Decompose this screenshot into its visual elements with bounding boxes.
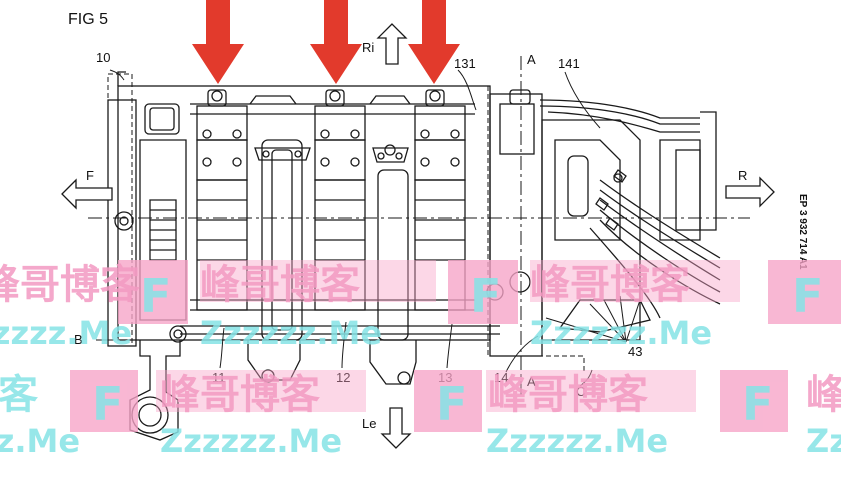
watermark-logo-letter: F xyxy=(470,269,501,323)
watermark-en-text: Zzzzzz.Me xyxy=(200,314,382,352)
watermark-logo-letter: F xyxy=(792,269,823,323)
red-arrow-icon xyxy=(192,0,244,84)
engine-drawing xyxy=(107,71,721,441)
direction-r: R xyxy=(738,168,747,183)
ref-b: B xyxy=(74,332,83,347)
direction-arrows xyxy=(61,23,775,449)
watermark-cn-text: 峰哥博客 xyxy=(0,262,140,308)
watermark-en-text: Zzzzzz.Me xyxy=(530,314,712,352)
ref-10: 10 xyxy=(96,50,110,65)
watermark-cn-text: 峰哥博客 xyxy=(806,372,841,418)
section-label-a-top: A xyxy=(527,52,536,67)
watermark-cn-text: 峰哥博客 xyxy=(160,372,320,418)
watermark-text: F F F F F F 峰哥博客 峰哥博客 峰哥博客 峰哥博客 峰哥博客 峰哥博… xyxy=(0,262,841,460)
watermark-logo-letter: F xyxy=(742,377,773,431)
watermark-en-text: Zzzzzz.Me xyxy=(0,314,132,352)
direction-le: Le xyxy=(362,416,376,431)
watermark-logo-letter: F xyxy=(140,269,171,323)
ref-c: C xyxy=(576,384,585,399)
red-arrow-icon xyxy=(310,0,362,84)
watermark-en-text: Zzzzzz.Me xyxy=(486,422,668,460)
arrow-left-down-icon xyxy=(380,407,412,449)
watermark-cn-text: 峰哥博客 xyxy=(530,262,690,308)
direction-f: F xyxy=(86,168,94,183)
arrow-right-up-icon xyxy=(376,23,408,65)
construction-lines xyxy=(88,56,750,398)
arrow-front-icon xyxy=(61,178,113,210)
ref-11: 11 xyxy=(212,370,226,385)
direction-ri: Ri xyxy=(362,40,374,55)
force-arrows xyxy=(192,0,460,84)
watermark-en-text: Zzzzzz.Me xyxy=(806,422,841,460)
ref-14: 14 xyxy=(494,370,508,385)
watermark-logo-letter: F xyxy=(436,377,467,431)
figure-title: FIG 5 xyxy=(68,11,108,28)
ref-131: 131 xyxy=(454,56,476,71)
watermark-en-text: Zzzzzz.Me xyxy=(160,422,342,460)
ref-12: 12 xyxy=(336,370,350,385)
red-arrow-icon xyxy=(408,0,460,84)
watermark-cn-text: 峰哥博客 xyxy=(0,372,38,418)
watermark-en-text: Zzzzzz.Me xyxy=(0,422,80,460)
side-publication-number: EP 3 932 714 A1 xyxy=(797,194,808,270)
arrow-rear-icon xyxy=(725,176,775,208)
watermark xyxy=(70,260,841,432)
section-label-a-bottom: A xyxy=(527,374,536,389)
watermark-cn-text: 峰哥博客 xyxy=(488,372,648,418)
ref-43: 43 xyxy=(628,344,642,359)
watermark-cn-text: 峰哥博客 xyxy=(200,262,360,308)
leader-lines xyxy=(96,69,641,387)
watermark-logo-letter: F xyxy=(92,377,123,431)
ref-141: 141 xyxy=(558,56,580,71)
